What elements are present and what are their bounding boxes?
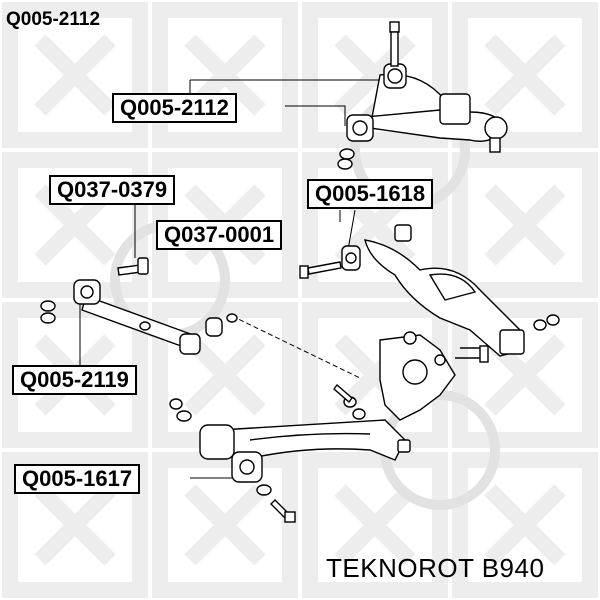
callout-trailing-bushing: Q005-1618 <box>307 179 434 209</box>
callout-lateral-link: Q005-2119 <box>12 365 137 395</box>
callout-upper-arm: Q005-2112 <box>112 93 237 123</box>
callout-lower-bushing: Q005-1617 <box>14 464 141 494</box>
footer-caption: TEKNOROT B940 <box>326 553 545 583</box>
knuckle <box>379 331 489 421</box>
upper-control-arm <box>346 63 508 153</box>
header-part-number: Q005-2112 <box>6 9 101 30</box>
long-bolt <box>117 257 149 276</box>
callout-bolt-2: Q037-0001 <box>156 220 283 250</box>
trailing-arm <box>341 224 560 357</box>
leader-lines <box>79 79 383 479</box>
callout-bolt: Q037-0379 <box>49 175 176 205</box>
short-bolt <box>299 261 342 279</box>
lower-control-arm <box>169 383 411 523</box>
lateral-link <box>40 279 238 355</box>
upper-arm-bolt <box>337 21 400 170</box>
